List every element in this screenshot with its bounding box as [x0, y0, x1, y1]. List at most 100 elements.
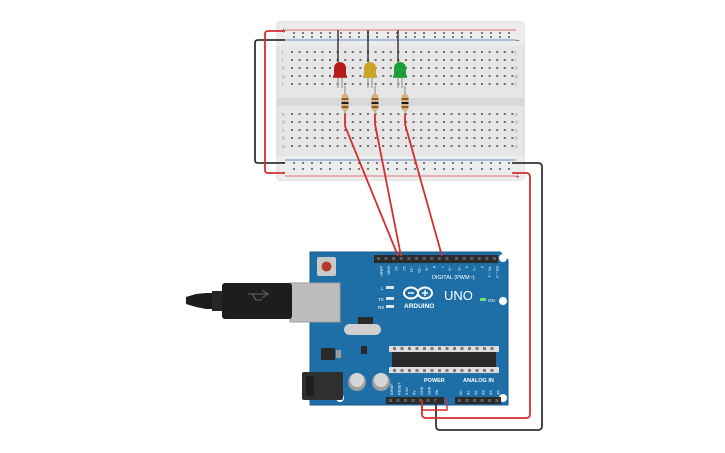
breadboard-hole[interactable]: [306, 75, 309, 77]
breadboard-hole[interactable]: [367, 129, 369, 131]
rail-hole[interactable]: [490, 168, 492, 170]
breadboard-hole[interactable]: [496, 75, 499, 77]
breadboard-hole[interactable]: [412, 145, 415, 147]
header-pin[interactable]: [465, 399, 469, 402]
breadboard-hole[interactable]: [458, 83, 461, 85]
breadboard-hole[interactable]: [291, 51, 293, 53]
breadboard-hole[interactable]: [511, 59, 514, 61]
rail-hole[interactable]: [490, 32, 492, 34]
breadboard-hole[interactable]: [344, 145, 347, 147]
header-pin[interactable]: [458, 399, 461, 402]
breadboard-hole[interactable]: [313, 67, 316, 69]
rail-hole[interactable]: [434, 32, 436, 34]
breadboard-hole[interactable]: [405, 137, 407, 139]
rail-hole[interactable]: [452, 32, 454, 34]
breadboard-hole[interactable]: [443, 59, 445, 61]
breadboard-hole[interactable]: [496, 137, 499, 139]
rail-hole[interactable]: [490, 162, 492, 164]
breadboard-hole[interactable]: [427, 51, 430, 53]
rail-hole[interactable]: [481, 168, 483, 170]
breadboard-hole[interactable]: [397, 113, 400, 115]
rail-hole[interactable]: [443, 32, 445, 34]
breadboard-hole[interactable]: [458, 51, 461, 53]
rail-hole[interactable]: [508, 168, 510, 170]
breadboard-hole[interactable]: [397, 145, 400, 147]
rail-hole[interactable]: [302, 36, 304, 38]
breadboard-hole[interactable]: [435, 121, 438, 123]
breadboard-hole[interactable]: [435, 83, 438, 85]
breadboard-hole[interactable]: [351, 83, 354, 85]
breadboard-hole[interactable]: [382, 129, 385, 131]
breadboard-hole[interactable]: [420, 59, 423, 61]
breadboard-hole[interactable]: [473, 75, 476, 77]
breadboard-hole[interactable]: [450, 59, 453, 61]
breadboard-hole[interactable]: [359, 113, 362, 115]
rail-hole[interactable]: [367, 168, 369, 170]
rail-hole[interactable]: [461, 32, 463, 34]
breadboard-hole[interactable]: [473, 113, 476, 115]
breadboard-hole[interactable]: [291, 137, 293, 139]
rail-hole[interactable]: [387, 168, 389, 170]
breadboard-hole[interactable]: [458, 75, 461, 77]
breadboard-hole[interactable]: [412, 83, 415, 85]
rail-hole[interactable]: [461, 36, 463, 38]
rail-hole[interactable]: [376, 36, 378, 38]
header-pin[interactable]: [445, 257, 449, 260]
breadboard-hole[interactable]: [344, 83, 347, 85]
breadboard-hole[interactable]: [359, 137, 362, 139]
rail-hole[interactable]: [320, 168, 322, 170]
breadboard-hole[interactable]: [329, 137, 331, 139]
breadboard-hole[interactable]: [443, 129, 445, 131]
breadboard-hole[interactable]: [321, 67, 324, 69]
breadboard-hole[interactable]: [427, 83, 430, 85]
breadboard-hole[interactable]: [503, 145, 506, 147]
rail-hole[interactable]: [405, 162, 407, 164]
breadboard-hole[interactable]: [481, 145, 483, 147]
rail-hole[interactable]: [376, 168, 378, 170]
header-pin[interactable]: [384, 257, 388, 260]
breadboard-hole[interactable]: [473, 67, 476, 69]
breadboard-hole[interactable]: [450, 67, 453, 69]
breadboard-hole[interactable]: [298, 83, 301, 85]
breadboard-hole[interactable]: [435, 67, 438, 69]
rail-hole[interactable]: [423, 32, 425, 34]
breadboard-hole[interactable]: [473, 145, 476, 147]
breadboard-hole[interactable]: [382, 121, 385, 123]
rail-hole[interactable]: [293, 162, 295, 164]
rail-hole[interactable]: [405, 32, 407, 34]
breadboard-hole[interactable]: [511, 75, 514, 77]
breadboard-hole[interactable]: [313, 121, 316, 123]
rail-hole[interactable]: [329, 162, 331, 164]
breadboard-hole[interactable]: [481, 121, 483, 123]
breadboard-hole[interactable]: [435, 129, 438, 131]
breadboard-hole[interactable]: [412, 113, 415, 115]
rail-hole[interactable]: [443, 162, 445, 164]
breadboard-hole[interactable]: [306, 59, 309, 61]
breadboard-hole[interactable]: [427, 121, 430, 123]
breadboard-hole[interactable]: [503, 67, 506, 69]
breadboard-hole[interactable]: [503, 75, 506, 77]
breadboard-hole[interactable]: [329, 83, 331, 85]
breadboard-hole[interactable]: [503, 129, 506, 131]
breadboard-hole[interactable]: [450, 137, 453, 139]
breadboard-hole[interactable]: [443, 51, 445, 53]
breadboard-hole[interactable]: [405, 113, 407, 115]
breadboard-hole[interactable]: [389, 137, 392, 139]
wire-green-led-to-pin7[interactable]: [404, 114, 443, 257]
breadboard-hole[interactable]: [465, 113, 468, 115]
rail-hole[interactable]: [358, 168, 360, 170]
breadboard-hole[interactable]: [306, 67, 309, 69]
breadboard-hole[interactable]: [374, 59, 377, 61]
rail-hole[interactable]: [376, 162, 378, 164]
breadboard-hole[interactable]: [397, 121, 400, 123]
rail-hole[interactable]: [340, 168, 342, 170]
rail-hole[interactable]: [358, 36, 360, 38]
breadboard-hole[interactable]: [473, 51, 476, 53]
rail-hole[interactable]: [508, 32, 510, 34]
breadboard-hole[interactable]: [298, 51, 301, 53]
breadboard-hole[interactable]: [298, 67, 301, 69]
breadboard-hole[interactable]: [420, 83, 423, 85]
breadboard-hole[interactable]: [374, 145, 377, 147]
header-pin[interactable]: [473, 399, 476, 402]
rail-hole[interactable]: [340, 162, 342, 164]
